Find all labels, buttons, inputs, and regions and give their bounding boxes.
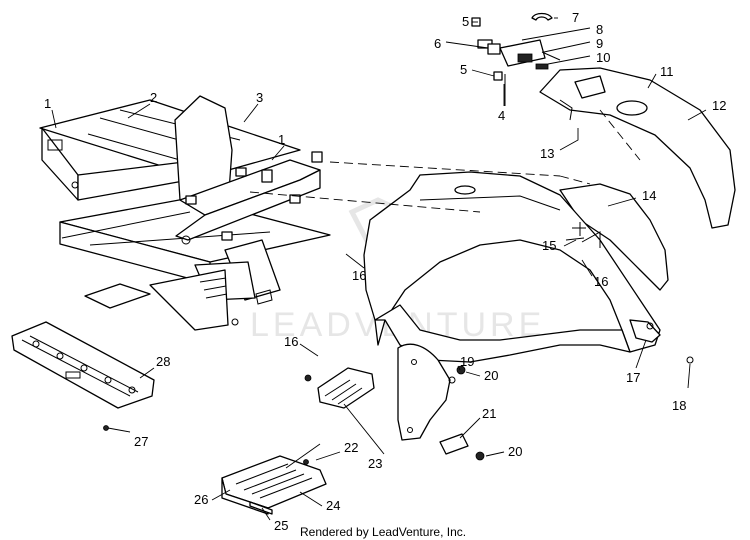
footrest bbox=[221, 455, 327, 515]
callout-23: 23 bbox=[368, 456, 382, 471]
callout-4: 4 bbox=[498, 108, 505, 123]
callout-25: 25 bbox=[274, 518, 288, 533]
credit-text: Rendered by LeadVenture, Inc. bbox=[300, 525, 466, 539]
rear-fender bbox=[471, 12, 736, 229]
callout-9: 9 bbox=[596, 36, 603, 51]
callout-27: 27 bbox=[134, 434, 148, 449]
callout-1b: 1 bbox=[278, 132, 285, 147]
callout-2: 2 bbox=[150, 90, 157, 105]
callout-5b: 5 bbox=[460, 62, 467, 77]
callout-16c: 16 bbox=[284, 334, 298, 349]
callout-18: 18 bbox=[672, 398, 686, 413]
callout-1a: 1 bbox=[44, 96, 51, 111]
skid-plate bbox=[11, 321, 155, 431]
callout-6: 6 bbox=[434, 36, 441, 51]
callout-28: 28 bbox=[156, 354, 170, 369]
callout-14: 14 bbox=[642, 188, 656, 203]
leader-lines bbox=[51, 17, 707, 521]
callout-7: 7 bbox=[572, 10, 579, 25]
callout-3: 3 bbox=[256, 90, 263, 105]
mud-flap bbox=[397, 343, 485, 461]
callout-20b: 20 bbox=[508, 444, 522, 459]
callout-8: 8 bbox=[596, 22, 603, 37]
front-fender bbox=[363, 171, 694, 364]
callout-5a: 5 bbox=[462, 14, 469, 29]
callout-22: 22 bbox=[344, 440, 358, 455]
footrest-bracket bbox=[304, 367, 375, 409]
frame-assembly bbox=[39, 95, 331, 331]
callout-26: 26 bbox=[194, 492, 208, 507]
callout-17: 17 bbox=[626, 370, 640, 385]
callout-19: 19 bbox=[460, 354, 474, 369]
callout-20a: 20 bbox=[484, 368, 498, 383]
callout-11: 11 bbox=[660, 64, 674, 79]
callout-15: 15 bbox=[542, 238, 556, 253]
callout-10: 10 bbox=[596, 50, 610, 65]
callout-12: 12 bbox=[712, 98, 726, 113]
alignment-lines bbox=[249, 109, 641, 213]
callout-16b: 16 bbox=[594, 274, 608, 289]
callout-21: 21 bbox=[482, 406, 496, 421]
callout-labels: 1 1 2 3 4 5 5 6 7 8 9 10 11 12 13 14 15 … bbox=[44, 10, 726, 533]
callout-24: 24 bbox=[326, 498, 340, 513]
callout-13: 13 bbox=[540, 146, 554, 161]
callout-16a: 16 bbox=[352, 268, 366, 283]
